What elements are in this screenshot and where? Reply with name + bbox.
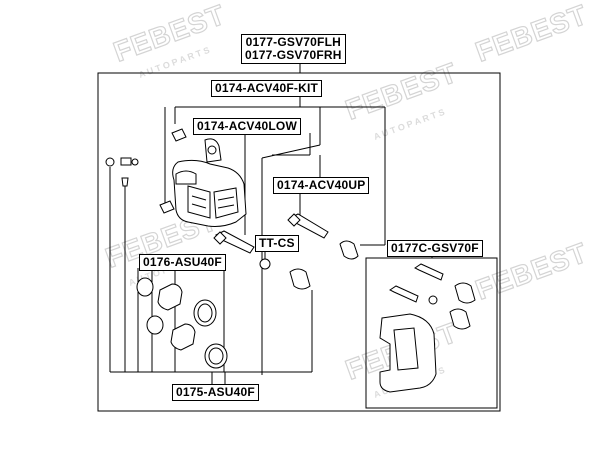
tt-cs-label: TT-CS [255, 235, 299, 252]
kit-label: 0174-ACV40F-KIT [211, 80, 323, 97]
bracket-boot [449, 282, 476, 330]
upper-pin-label: 0174-ACV40UP [273, 177, 370, 194]
bleeder-screw [105, 157, 139, 187]
pin-boot [289, 240, 359, 290]
bushing [259, 258, 271, 270]
assembly-frame [97, 72, 501, 412]
piston-label: 0175-ASU40F [172, 384, 259, 401]
caliper-bracket [379, 313, 437, 393]
piston-seal [136, 277, 217, 335]
lower-slide-pin [213, 230, 255, 254]
assembly-right-code: 0177-GSV70FRH [245, 48, 342, 62]
caliper-body [172, 138, 247, 227]
caliper-bolt [159, 128, 187, 214]
upper-slide-pin [287, 213, 329, 239]
assembly-left-code: 0177-GSV70FLH [245, 35, 341, 49]
lower-pin-label: 0174-ACV40LOW [193, 118, 301, 135]
repair-kit-label: 0176-ASU40F [139, 254, 226, 271]
assembly-label: 0177-GSV70FLH 0177-GSV70FRH [241, 34, 346, 64]
piston [157, 283, 228, 369]
bracket-label: 0177C-GSV70F [387, 240, 483, 257]
bracket-pin [389, 263, 444, 305]
